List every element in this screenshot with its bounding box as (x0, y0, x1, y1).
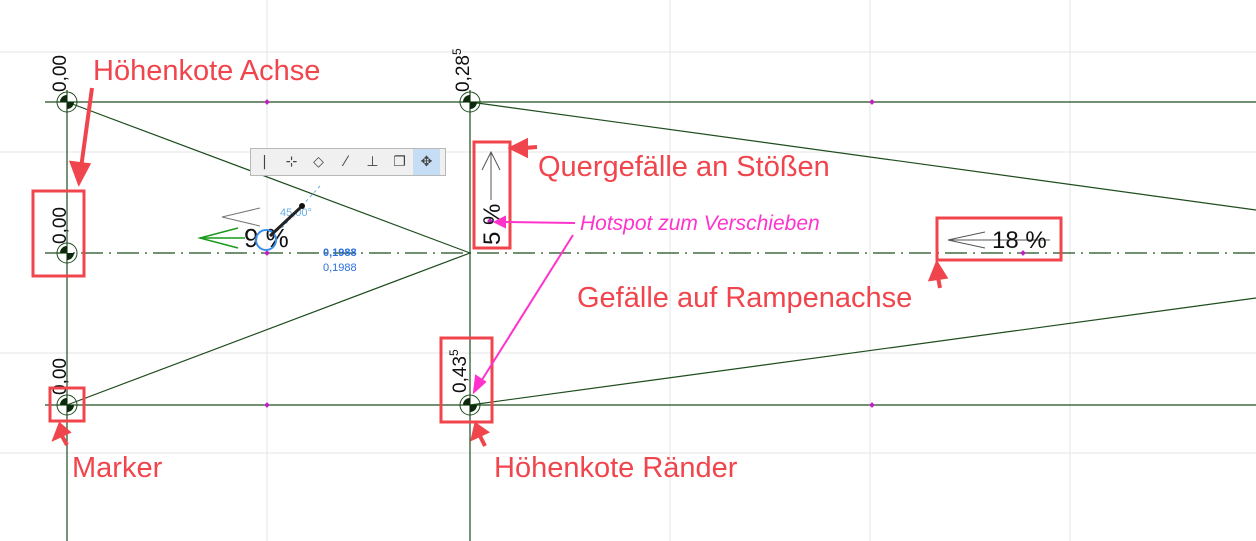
slope-arrow-right[interactable]: 18 % (947, 227, 1050, 254)
rotate-icon[interactable]: ◇ (313, 154, 324, 170)
dimension-readout: 0,1988 (323, 262, 357, 274)
annotation-hoehenkote-achse: Höhenkote Achse (93, 55, 321, 87)
separator-icon: | (262, 154, 267, 170)
annotation-gefaelle: Gefälle auf Rampenachse (577, 282, 913, 314)
cross-slope[interactable]: 5 % (479, 150, 506, 245)
annotation-arrows (51, 87, 949, 447)
annotation-hoehenkote-raender: Höhenkote Ränder (494, 452, 738, 484)
drag-icon[interactable]: ✥ (413, 149, 440, 175)
annotation-quergefaelle: Quergefälle an Stößen (538, 151, 830, 183)
dimension-readout: 0,1988 (323, 247, 357, 259)
pencil-cursor-icon (268, 203, 305, 238)
annotation-boxes (31, 140, 1063, 424)
duplicate-icon[interactable]: ❐ (393, 154, 406, 170)
slope-left-label: 9 % (244, 223, 289, 253)
move-node-icon[interactable]: ⊹ (285, 154, 298, 170)
annotation-hotspot: Hotspot zum Verschieben (580, 212, 820, 235)
ramp-lines[interactable] (45, 90, 1256, 541)
elevation-axis-mid: 0,00 (50, 207, 71, 244)
elevate-icon[interactable]: ⊥ (366, 154, 379, 170)
elevation-edge-bottom: 0,435 (447, 349, 471, 393)
annotation-marker: Marker (72, 452, 163, 484)
hotspot-arrows (472, 215, 576, 395)
elevation-axis-bottom: 0,00 (50, 358, 71, 395)
slope-right-label: 18 % (992, 227, 1047, 254)
hotspots[interactable] (264, 99, 1026, 408)
elevation-axis-top: 0,00 (50, 55, 71, 92)
slope-icon[interactable]: ⁄ (344, 154, 347, 170)
elevation-edge-top: 0,285 (450, 48, 474, 92)
pet-palette-toolbar: | ⊹ ◇ ⁄ ⊥ ❐ ✥ (250, 148, 446, 176)
markers[interactable] (56, 91, 481, 416)
slope-arrow-left[interactable]: 9 % (197, 207, 289, 253)
